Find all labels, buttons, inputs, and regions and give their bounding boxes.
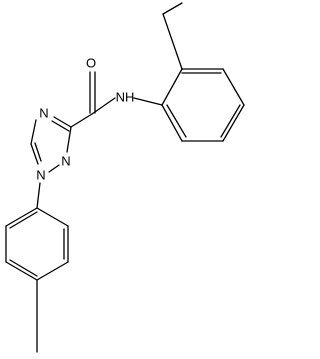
bond-ring-nh xyxy=(133,97,163,106)
bond-triazole-c3-n4 xyxy=(53,116,72,128)
bond-phenyl-c xyxy=(222,104,245,142)
bond-phenyl-c-double xyxy=(220,104,241,138)
bond-tolyl-d-double xyxy=(9,259,38,277)
bond-triazole-c3-n4-double xyxy=(51,120,70,132)
bond-phenyl-e-double xyxy=(166,104,187,138)
bond-tolyl-c xyxy=(36,261,69,281)
carbonyl-oxygen-label: O xyxy=(86,56,96,71)
bond-tolyl-a xyxy=(36,207,69,227)
bond-n1-tolyl xyxy=(36,182,41,209)
bond-nh-carbonyl xyxy=(91,97,116,115)
atom-labels: O NH N N N xyxy=(36,56,134,183)
triazole-n1-label: N xyxy=(36,168,45,183)
bond-tolyl-d xyxy=(5,261,38,281)
bond-triazole-c5-n1 xyxy=(30,143,39,165)
amide-nh-label: NH xyxy=(116,90,135,105)
bond-triazole-n1-n2 xyxy=(48,164,60,173)
bond-carbonyl-triazole xyxy=(70,113,93,128)
bond-tolyl-f xyxy=(5,207,38,227)
bond-tolyl-f-double xyxy=(9,211,38,229)
triazole-n2-label: N xyxy=(61,154,70,169)
bond-set xyxy=(5,2,245,353)
bond-ethyl-ch2 xyxy=(162,13,183,70)
triazole-n4-label: N xyxy=(39,106,48,121)
bond-phenyl-e xyxy=(161,104,183,142)
bond-ethyl-ch3 xyxy=(162,2,183,15)
bond-triazole-n4-c5 xyxy=(30,119,37,145)
bond-phenyl-b xyxy=(222,68,245,106)
bond-phenyl-f xyxy=(161,68,183,106)
bond-triazole-c3-n2 xyxy=(66,126,72,153)
chemical-structure-diagram: O NH N N N xyxy=(5,2,245,353)
bond-triazole-c5-n1-double xyxy=(34,142,42,162)
